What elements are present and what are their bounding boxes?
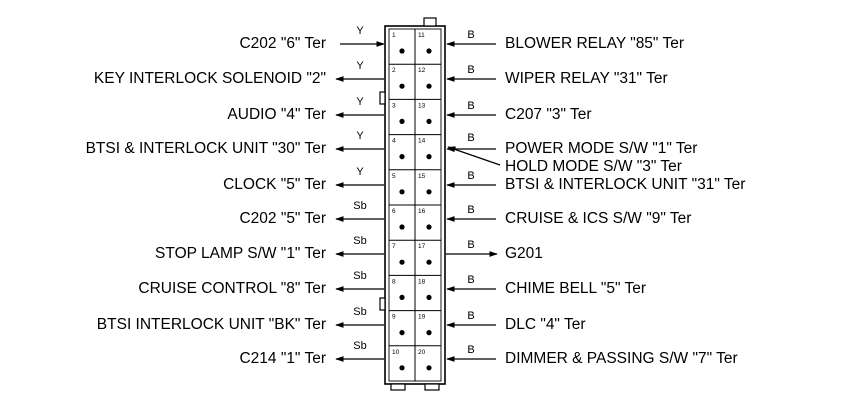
left-label-4: BTSI & INTERLOCK UNIT "30" Ter bbox=[86, 140, 326, 157]
pin-number: 19 bbox=[418, 314, 426, 321]
right-wire-14: B bbox=[467, 132, 474, 144]
right-wire-11: B bbox=[467, 29, 474, 41]
right-labels: BLOWER RELAY "85" Ter WIPER RELAY "31" T… bbox=[505, 35, 745, 367]
pin-contact bbox=[399, 118, 405, 124]
right-label-19: DLC "4" Ter bbox=[505, 316, 586, 333]
left-wire-6: Sb bbox=[353, 200, 366, 212]
pin-contact bbox=[426, 48, 432, 54]
left-wire-5: Y bbox=[356, 166, 364, 178]
pin-contact bbox=[426, 259, 432, 265]
pin-number: 20 bbox=[418, 349, 426, 356]
pin-number: 12 bbox=[418, 67, 426, 74]
pin-number: 7 bbox=[392, 243, 396, 250]
wire-lead-hold-mode bbox=[447, 146, 501, 166]
left-wire-colors: Y Y Y Y Y Sb Sb Sb Sb Sb bbox=[353, 25, 366, 352]
wire-leads bbox=[335, 41, 501, 362]
pin-number: 1 bbox=[392, 32, 396, 39]
right-label-17: G201 bbox=[505, 245, 543, 262]
left-wire-1: Y bbox=[356, 25, 364, 37]
pin-number: 5 bbox=[392, 173, 396, 180]
pin-contact bbox=[426, 330, 432, 336]
left-labels: C202 "6" Ter KEY INTERLOCK SOLENOID "2" … bbox=[86, 35, 326, 367]
pin-contact bbox=[426, 83, 432, 89]
pin-contact bbox=[426, 224, 432, 230]
pin-contact bbox=[426, 118, 432, 124]
right-wire-13: B bbox=[467, 100, 474, 112]
pin-number: 4 bbox=[392, 138, 396, 145]
right-wire-12: B bbox=[467, 64, 474, 76]
left-wire-4: Y bbox=[356, 130, 364, 142]
pin-contact bbox=[399, 259, 405, 265]
right-label-11: BLOWER RELAY "85" Ter bbox=[505, 35, 684, 52]
right-label-12: WIPER RELAY "31" Ter bbox=[505, 70, 668, 87]
right-label-14b: HOLD MODE S/W "3" Ter bbox=[505, 158, 682, 175]
right-wire-20: B bbox=[467, 344, 474, 356]
connector-body bbox=[379, 17, 446, 391]
pin-number: 18 bbox=[418, 278, 426, 285]
left-wire-2: Y bbox=[356, 60, 364, 72]
right-label-18: CHIME BELL "5" Ter bbox=[505, 280, 646, 297]
pin-contact bbox=[399, 294, 405, 300]
right-label-20: DIMMER & PASSING S/W "7" Ter bbox=[505, 350, 738, 367]
right-wire-colors: B B B B B B B B B B bbox=[467, 29, 474, 356]
pin-number: 10 bbox=[392, 349, 400, 356]
pin-contact bbox=[426, 154, 432, 160]
pin-contact bbox=[426, 365, 432, 371]
pin-number: 14 bbox=[418, 138, 426, 145]
left-label-9: BTSI INTERLOCK UNIT "BK" Ter bbox=[97, 316, 326, 333]
pin-number: 11 bbox=[418, 32, 425, 39]
pin-number: 15 bbox=[418, 173, 426, 180]
left-wire-8: Sb bbox=[353, 270, 366, 282]
pin-number: 2 bbox=[392, 67, 396, 74]
left-wire-3: Y bbox=[356, 96, 364, 108]
pin-number: 9 bbox=[392, 314, 396, 321]
pin-contact bbox=[399, 189, 405, 195]
pin-contact bbox=[399, 330, 405, 336]
pin-contact bbox=[426, 294, 432, 300]
left-wire-7: Sb bbox=[353, 235, 366, 247]
left-label-5: CLOCK "5" Ter bbox=[223, 176, 326, 193]
pin-number: 17 bbox=[418, 243, 426, 250]
left-wire-9: Sb bbox=[353, 306, 366, 318]
pin-contact bbox=[426, 189, 432, 195]
left-label-10: C214 "1" Ter bbox=[239, 350, 326, 367]
left-label-3: AUDIO "4" Ter bbox=[227, 106, 326, 123]
right-wire-15: B bbox=[467, 170, 474, 182]
right-wire-17: B bbox=[467, 239, 474, 251]
left-label-1: C202 "6" Ter bbox=[239, 35, 326, 52]
right-label-13: C207 "3" Ter bbox=[505, 106, 592, 123]
left-label-7: STOP LAMP S/W "1" Ter bbox=[155, 245, 326, 262]
left-label-6: C202 "5" Ter bbox=[239, 210, 326, 227]
right-wire-19: B bbox=[467, 310, 474, 322]
pin-contact bbox=[399, 365, 405, 371]
pin-number: 6 bbox=[392, 208, 396, 215]
pin-number: 3 bbox=[392, 102, 396, 109]
pin-contact bbox=[399, 83, 405, 89]
pin-number: 16 bbox=[418, 208, 426, 215]
left-label-2: KEY INTERLOCK SOLENOID "2" bbox=[94, 70, 326, 87]
left-wire-10: Sb bbox=[353, 340, 366, 352]
pin-number: 13 bbox=[418, 102, 426, 109]
pin-number: 8 bbox=[392, 278, 396, 285]
left-label-8: CRUISE CONTROL "8" Ter bbox=[138, 280, 326, 297]
pin-contact bbox=[399, 224, 405, 230]
right-wire-18: B bbox=[467, 274, 474, 286]
pin-contact bbox=[399, 154, 405, 160]
right-label-16: CRUISE & ICS S/W "9" Ter bbox=[505, 210, 691, 227]
right-label-15: BTSI & INTERLOCK UNIT "31" Ter bbox=[505, 176, 745, 193]
right-wire-16: B bbox=[467, 204, 474, 216]
right-label-14: POWER MODE S/W "1" Ter bbox=[505, 140, 697, 157]
pin-contact bbox=[399, 48, 405, 54]
